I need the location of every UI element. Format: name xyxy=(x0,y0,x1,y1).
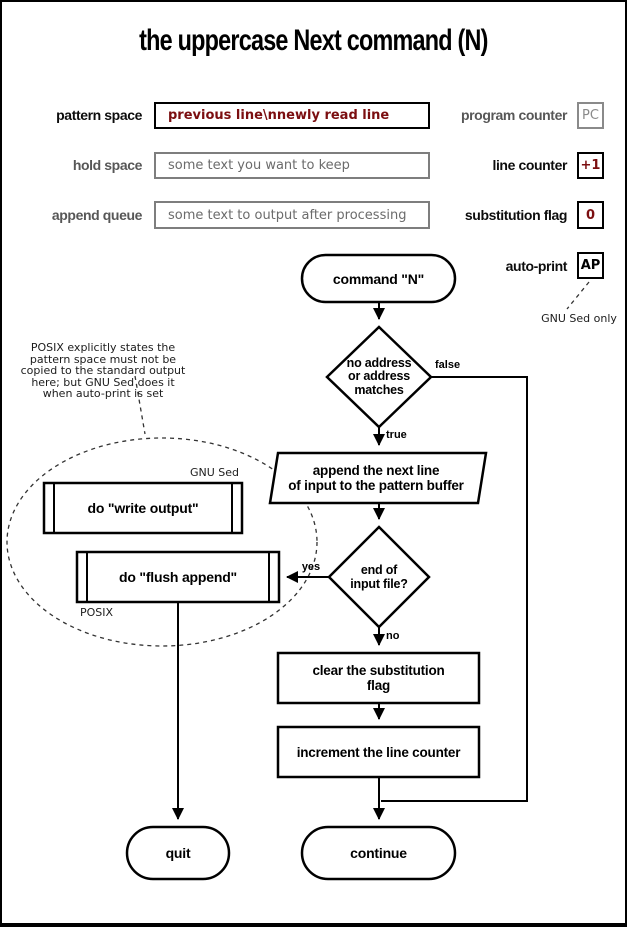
program-counter-box: PC xyxy=(577,102,604,129)
start-terminal-shape xyxy=(300,253,457,304)
eof-check-diamond-shape xyxy=(327,525,431,629)
gnu-sed-tag: GNU Sed xyxy=(189,466,239,479)
branch-no-label: no xyxy=(386,630,400,642)
substitution-flag-value: 0 xyxy=(585,207,596,223)
auto-print-value: AP xyxy=(580,258,601,273)
pattern-space-box: previous line\nnewly read line xyxy=(154,102,430,129)
write-output-process-shape xyxy=(42,481,244,535)
program-counter-value: PC xyxy=(582,108,599,123)
posix-gnu-group-ellipse xyxy=(6,437,318,647)
line-counter-value: +1 xyxy=(580,158,601,173)
false-branch-line xyxy=(381,376,528,802)
quit-terminal-shape xyxy=(125,825,231,881)
gnu-sed-only-note: GNU Sed only xyxy=(541,312,617,325)
append-queue-label: append queue xyxy=(51,207,143,223)
clear-flag-rect-shape xyxy=(276,651,481,705)
auto-print-connector-dashed-line xyxy=(566,281,590,310)
append-queue-value: some text to output after processing xyxy=(168,207,407,223)
posix-tag: POSIX xyxy=(80,606,114,619)
address-check-diamond-shape xyxy=(325,325,433,429)
increment-counter-rect-shape xyxy=(276,725,481,779)
line-counter-box: +1 xyxy=(577,152,604,179)
page-title-text: the uppercase Next command (N) xyxy=(139,24,488,57)
substitution-flag-label: substitution flag xyxy=(464,207,567,223)
note-connector-dashed-line xyxy=(134,375,146,435)
hold-space-label: hold space xyxy=(72,157,143,173)
continue-terminal-shape xyxy=(300,825,457,881)
line-counter-label: line counter xyxy=(492,157,567,173)
flush-append-process-shape xyxy=(75,550,281,604)
auto-print-box: AP xyxy=(577,252,604,279)
branch-false-label: false xyxy=(435,359,461,371)
substitution-flag-box: 0 xyxy=(577,201,604,229)
pattern-space-value: previous line\nnewly read line xyxy=(168,108,390,123)
page-title: the uppercase Next command (N) xyxy=(2,24,625,58)
hold-space-value: some text you want to keep xyxy=(168,158,350,173)
program-counter-label: program counter xyxy=(460,107,567,123)
branch-yes-label: yes xyxy=(301,561,321,573)
append-queue-box: some text to output after processing xyxy=(154,201,430,229)
append-step-parallelogram-shape xyxy=(268,451,488,505)
auto-print-label: auto-print xyxy=(505,258,568,274)
hold-space-box: some text you want to keep xyxy=(154,152,430,179)
pattern-space-label: pattern space xyxy=(56,107,142,123)
branch-true-label: true xyxy=(386,429,407,441)
posix-note: POSIX explicitly states the pattern spac… xyxy=(20,341,186,400)
